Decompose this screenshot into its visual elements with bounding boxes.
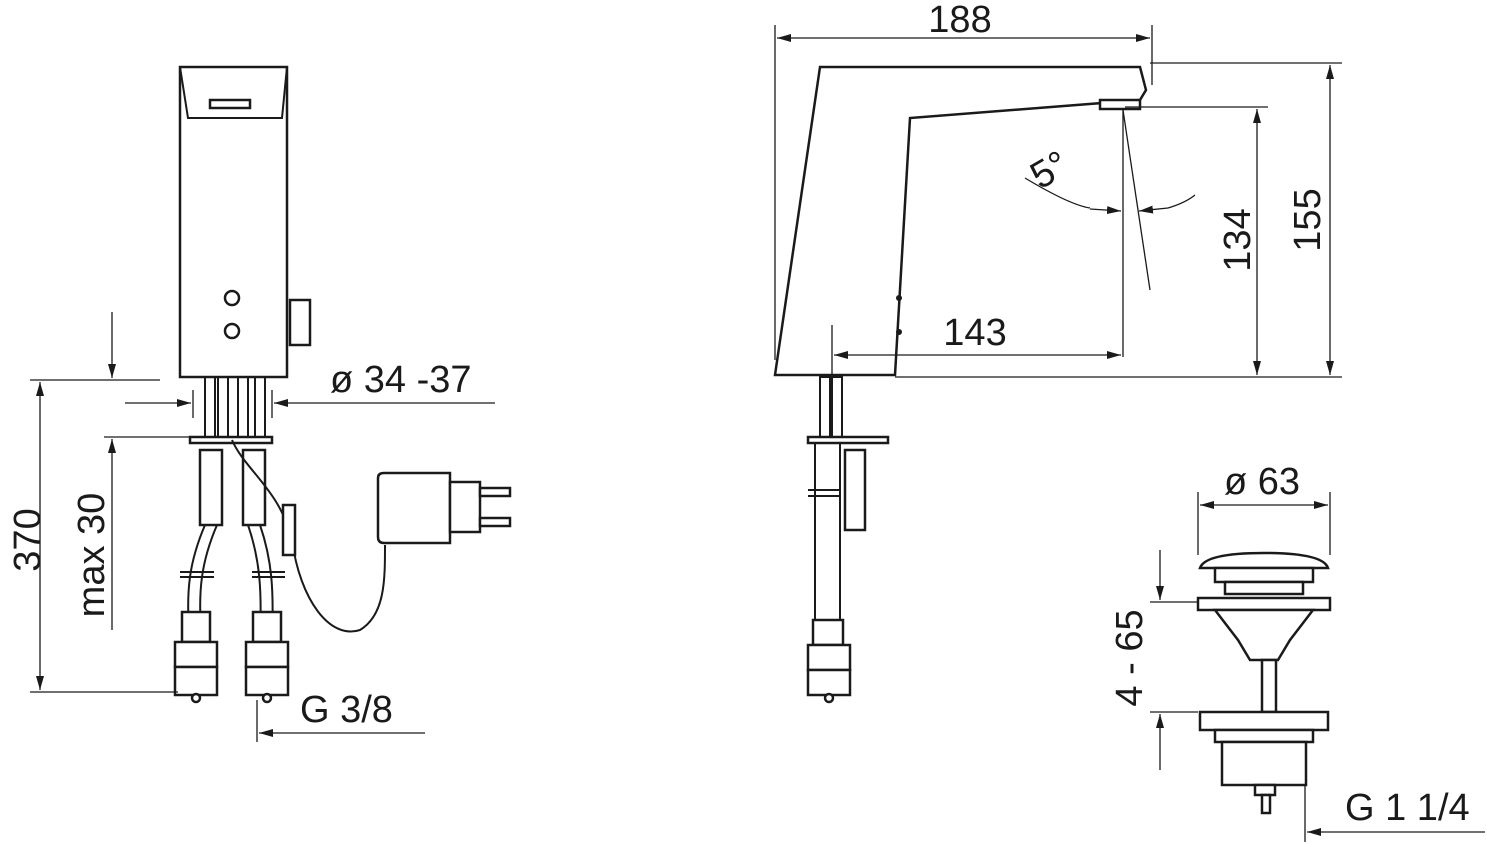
- drain-dimensions: ø 63 4 - 65 G 1 1/4: [1109, 461, 1485, 842]
- side-view-dimensions: 370 max 30 ø 34 -37 G 3/8: [7, 312, 495, 742]
- dim-g-1-1-4: G 1 1/4: [1345, 787, 1470, 829]
- dim-370: 370: [7, 508, 49, 571]
- dim-143: 143: [943, 312, 1006, 354]
- dim-diameter-63: ø 63: [1224, 461, 1300, 503]
- dim-188: 188: [928, 0, 991, 41]
- sensor-hole: [223, 289, 241, 307]
- dim-4-65: 4 - 65: [1109, 609, 1151, 706]
- front-view-faucet: [773, 65, 1148, 704]
- dim-5-degrees: 5°: [1024, 143, 1076, 198]
- drain-valve: [1196, 551, 1332, 815]
- hose-nut: [173, 610, 219, 704]
- front-view-dimensions: 188 155 134 143 5°: [774, 0, 1342, 380]
- hose-nut: [244, 610, 290, 704]
- side-view-faucet: [173, 65, 512, 704]
- side-button: [288, 298, 312, 347]
- dim-hole-diameter: ø 34 -37: [330, 359, 472, 401]
- dim-max-30: max 30: [71, 493, 113, 618]
- sensor-hole: [223, 322, 241, 340]
- dim-155: 155: [1287, 188, 1329, 251]
- mounting-plate: [188, 435, 274, 445]
- dim-g-3-8: G 3/8: [300, 689, 393, 731]
- power-adapter: [376, 471, 512, 545]
- dim-134: 134: [1217, 208, 1259, 271]
